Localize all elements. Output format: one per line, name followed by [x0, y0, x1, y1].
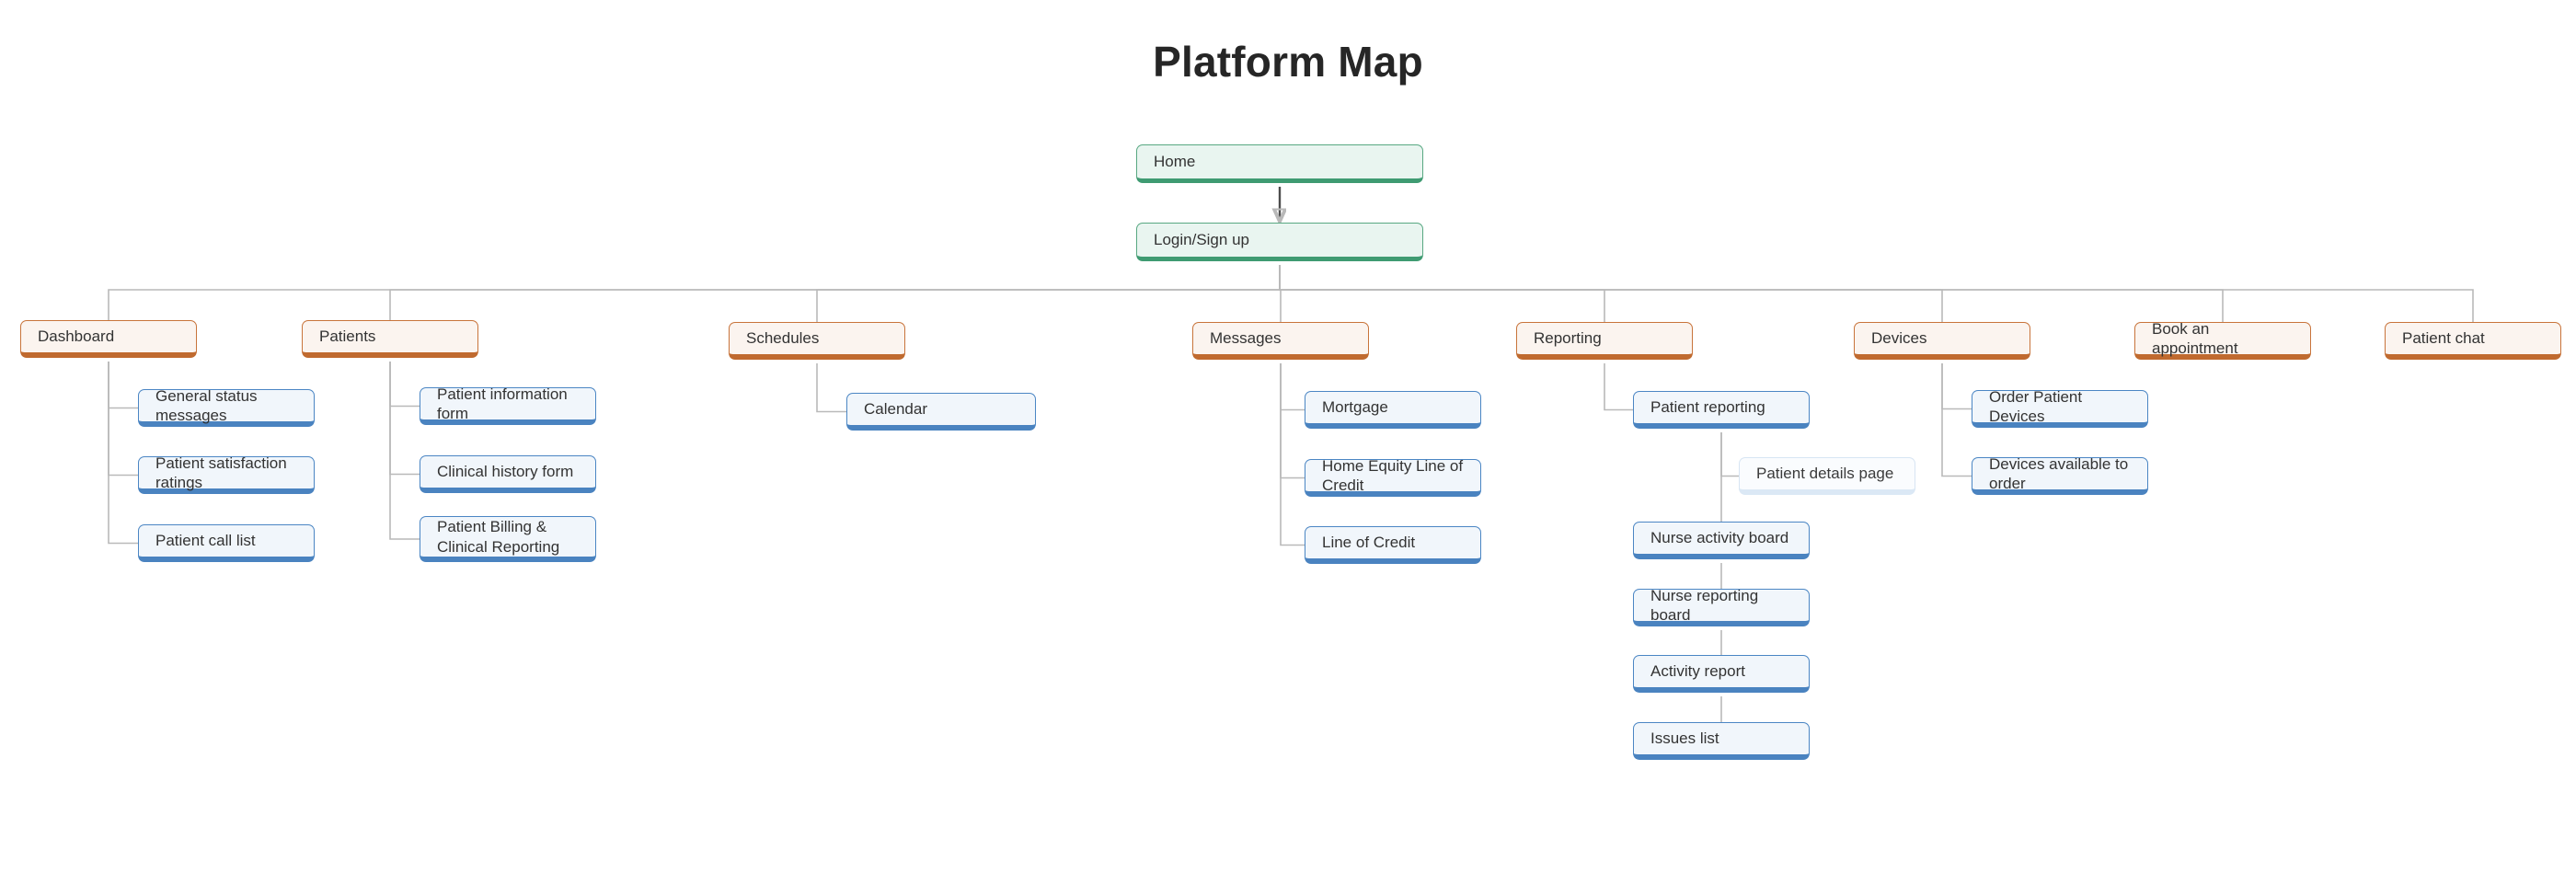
- node-avail-dev[interactable]: Devices available to order: [1972, 454, 2148, 495]
- node-gen-status[interactable]: General status messages: [138, 386, 315, 427]
- node-label: Book an appointment: [2152, 319, 2238, 357]
- node-pat-report[interactable]: Patient reporting: [1633, 391, 1810, 429]
- node-label: Home Equity Line of Credit: [1322, 456, 1464, 494]
- node-label: General status messages: [155, 386, 258, 424]
- node-patients[interactable]: Patients: [302, 320, 478, 358]
- node-label: Patient reporting: [1650, 398, 1765, 417]
- node-messages[interactable]: Messages: [1192, 322, 1369, 360]
- node-label: Reporting: [1534, 329, 1602, 348]
- node-label: Schedules: [746, 329, 820, 348]
- node-label: Patient call list: [155, 532, 256, 550]
- node-label: Mortgage: [1322, 398, 1388, 417]
- node-label: Messages: [1210, 329, 1282, 348]
- node-label: Calendar: [864, 400, 927, 419]
- node-label: Nurse activity board: [1650, 529, 1789, 547]
- node-label: Login/Sign up: [1154, 231, 1249, 249]
- node-heloc[interactable]: Home Equity Line of Credit: [1305, 456, 1481, 497]
- node-label: Devices available to order: [1989, 454, 2129, 492]
- node-label: Clinical history form: [437, 463, 574, 481]
- node-issues[interactable]: Issues list: [1633, 722, 1810, 760]
- node-billing[interactable]: Patient Billing & Clinical Reporting: [420, 516, 596, 562]
- node-call-list[interactable]: Patient call list: [138, 524, 315, 562]
- node-nurse-rep[interactable]: Nurse reporting board: [1633, 586, 1810, 626]
- node-sat-ratings[interactable]: Patient satisfaction ratings: [138, 454, 315, 494]
- node-label: Devices: [1871, 329, 1927, 348]
- node-label: Activity report: [1650, 662, 1745, 681]
- node-dashboard[interactable]: Dashboard: [20, 320, 197, 358]
- node-reporting[interactable]: Reporting: [1516, 322, 1693, 360]
- node-home[interactable]: Home: [1136, 144, 1423, 183]
- node-pat-details[interactable]: Patient details page: [1739, 457, 1915, 495]
- node-login[interactable]: Login/Sign up: [1136, 223, 1423, 261]
- node-loc[interactable]: Line of Credit: [1305, 526, 1481, 564]
- node-schedules[interactable]: Schedules: [729, 322, 905, 360]
- node-label: Patient details page: [1756, 465, 1894, 483]
- node-mortgage[interactable]: Mortgage: [1305, 391, 1481, 429]
- node-book[interactable]: Book an appointment: [2134, 319, 2311, 360]
- node-act-report[interactable]: Activity report: [1633, 655, 1810, 693]
- node-label: Patients: [319, 327, 376, 346]
- node-devices[interactable]: Devices: [1854, 322, 2030, 360]
- page-title: Platform Map: [1153, 38, 1423, 86]
- node-label: Home: [1154, 153, 1196, 171]
- node-label: Patient chat: [2402, 329, 2485, 348]
- node-label: Issues list: [1650, 729, 1719, 748]
- node-label: Dashboard: [38, 327, 115, 346]
- node-nurse-act[interactable]: Nurse activity board: [1633, 522, 1810, 559]
- node-label: Patient Billing & Clinical Reporting: [437, 518, 560, 556]
- node-label: Order Patient Devices: [1989, 387, 2083, 425]
- node-calendar[interactable]: Calendar: [846, 393, 1036, 431]
- node-chat[interactable]: Patient chat: [2385, 322, 2561, 360]
- node-label: Line of Credit: [1322, 534, 1416, 552]
- node-label: Patient satisfaction ratings: [155, 454, 287, 491]
- node-pat-info[interactable]: Patient information form: [420, 385, 596, 425]
- node-label: Nurse reporting board: [1650, 586, 1759, 624]
- node-order-dev[interactable]: Order Patient Devices: [1972, 387, 2148, 428]
- node-clin-hist[interactable]: Clinical history form: [420, 455, 596, 493]
- node-label: Patient information form: [437, 385, 568, 422]
